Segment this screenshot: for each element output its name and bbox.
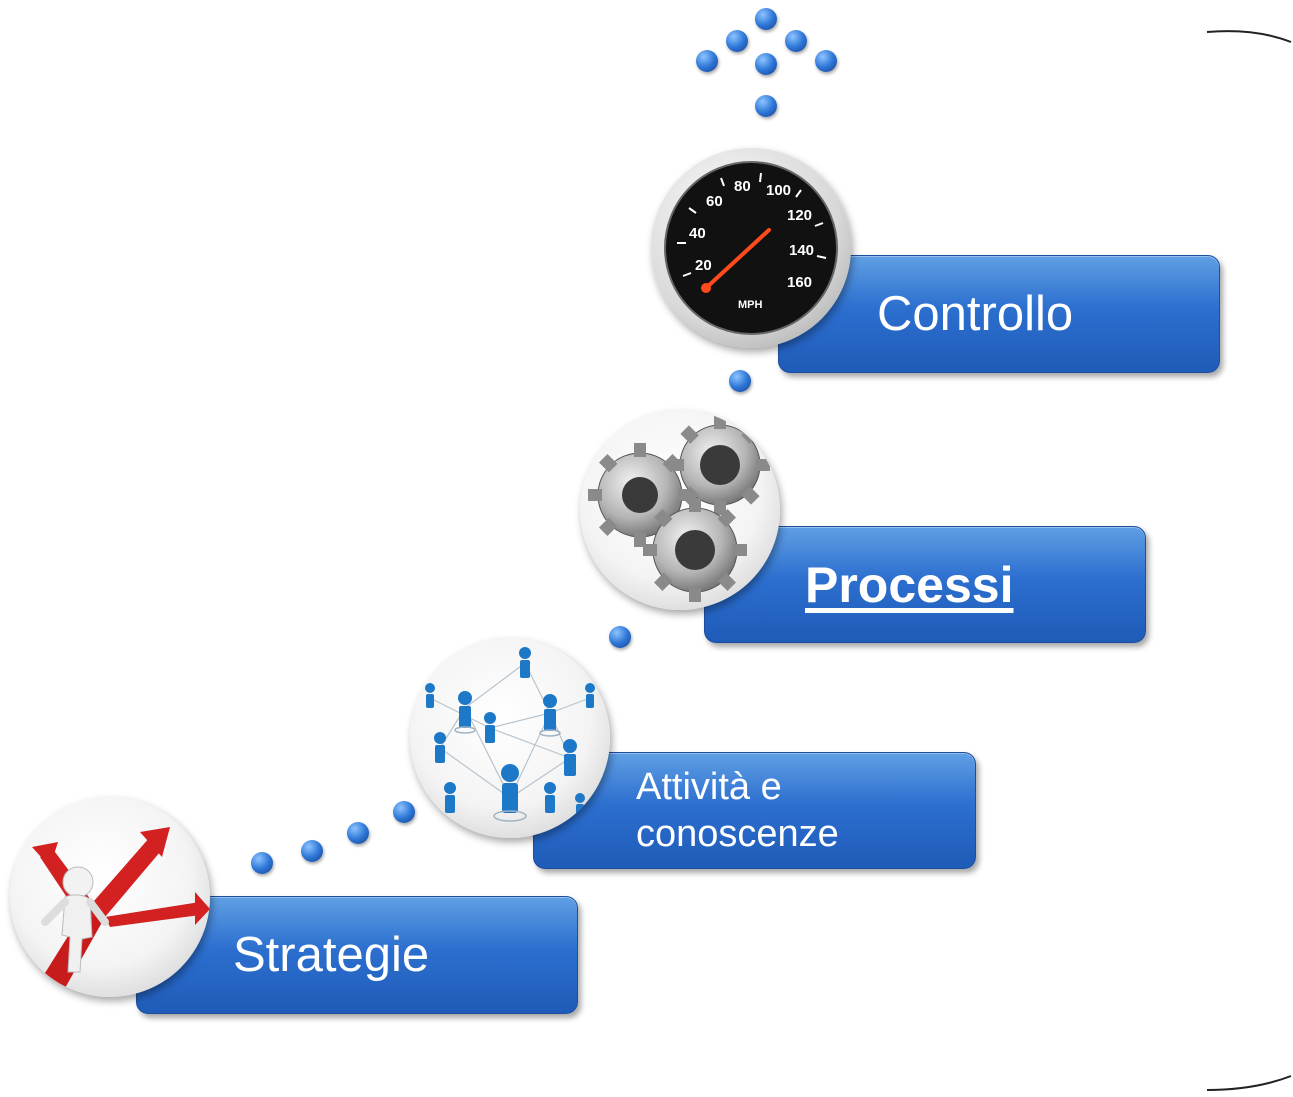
arrow-dot bbox=[785, 30, 807, 52]
step-attivita-box: Attività e conoscenze bbox=[533, 752, 976, 869]
speedo-tick-label: 120 bbox=[787, 207, 812, 224]
top-bracket-line bbox=[1206, 30, 1292, 43]
connector-dot bbox=[609, 626, 631, 648]
step-processi-box: Processi bbox=[704, 526, 1146, 643]
step-controllo-label: Controllo bbox=[877, 287, 1074, 341]
connector-dot bbox=[393, 801, 415, 823]
person-arrows-icon bbox=[10, 797, 210, 997]
step-controllo-box: Controllo bbox=[778, 255, 1220, 373]
step-attivita-label: Attività e conoscenze bbox=[636, 764, 839, 857]
speedo-tick-label: 60 bbox=[706, 193, 723, 210]
connector-dot bbox=[301, 840, 323, 862]
arrow-dot bbox=[755, 95, 777, 117]
arrow-dot bbox=[755, 53, 777, 75]
arrow-dot bbox=[696, 50, 718, 72]
speedo-tick-label: 40 bbox=[689, 225, 706, 242]
speedo-tick-label: 100 bbox=[766, 182, 791, 199]
step-strategie-box: Strategie bbox=[136, 896, 578, 1014]
speedo-tick-label: 80 bbox=[734, 178, 751, 195]
people-network-icon bbox=[410, 638, 610, 838]
step-attivita-label-line1: Attività e bbox=[636, 766, 782, 809]
gears-icon bbox=[580, 410, 780, 610]
step-strategie-label: Strategie bbox=[233, 928, 430, 982]
connector-dot bbox=[347, 822, 369, 844]
speedo-unit-label: MPH bbox=[738, 299, 763, 311]
speedo-tick-label: 160 bbox=[787, 274, 812, 291]
step-attivita-label-line2: conoscenze bbox=[636, 812, 839, 855]
bottom-bracket-line bbox=[1206, 1075, 1292, 1091]
speedo-tick-label: 140 bbox=[789, 242, 814, 259]
connector-dot bbox=[251, 852, 273, 874]
arrow-dot bbox=[726, 30, 748, 52]
speedo-tick-label: 20 bbox=[695, 257, 712, 274]
arrow-dot bbox=[755, 8, 777, 30]
step-processi-label: Processi bbox=[805, 556, 1014, 613]
arrow-dot bbox=[815, 50, 837, 72]
speedometer-icon: 20 40 60 80 100 120 140 160 MPH bbox=[651, 148, 851, 348]
connector-dot bbox=[729, 370, 751, 392]
